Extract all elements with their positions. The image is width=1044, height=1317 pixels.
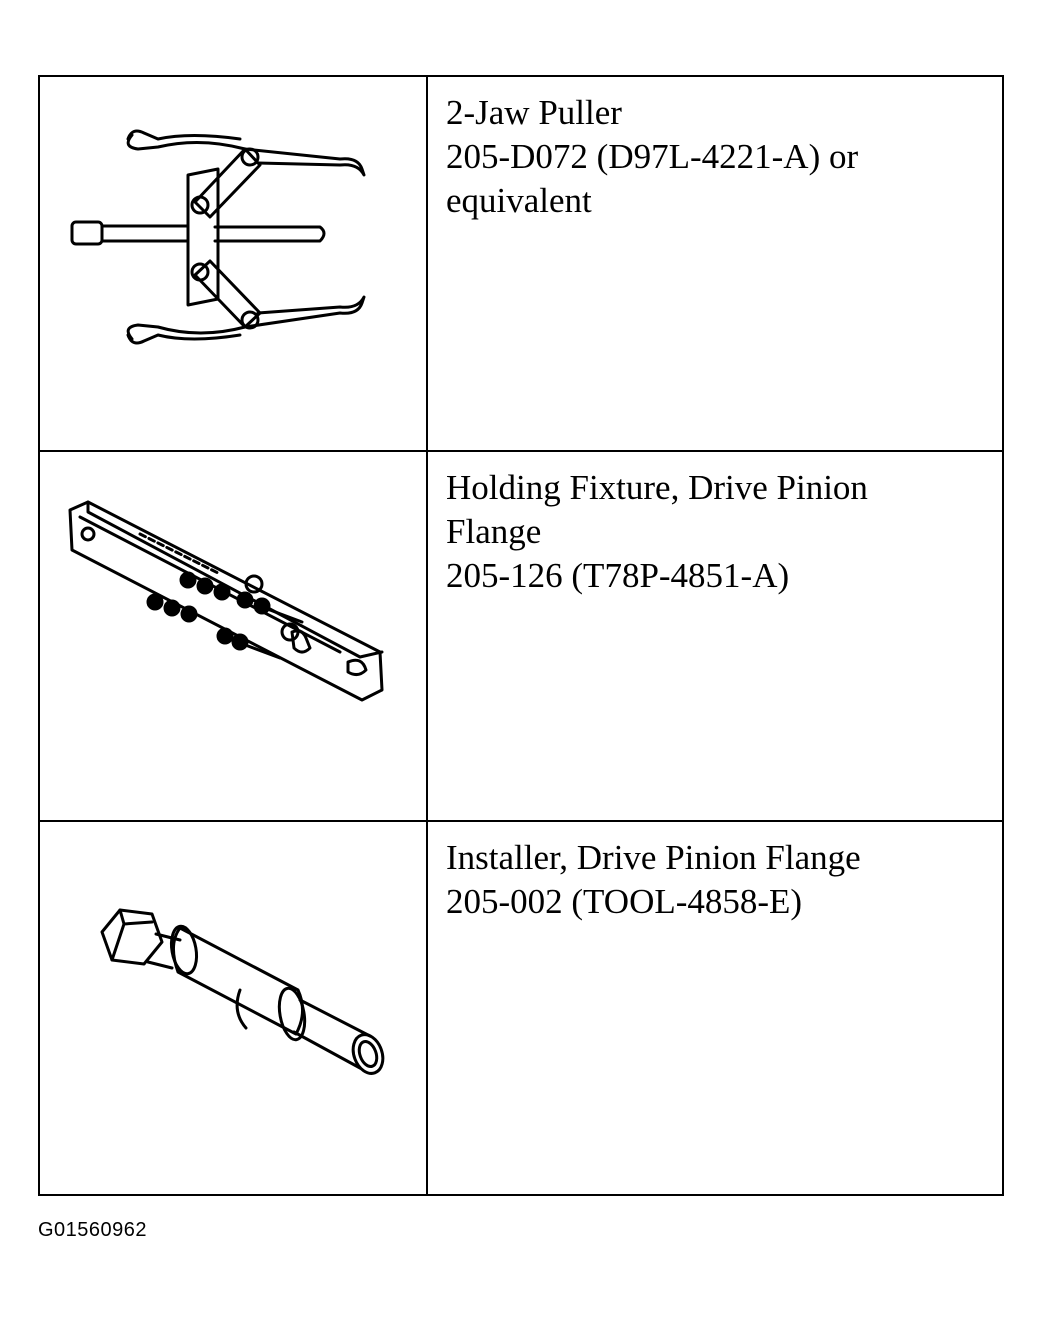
tool-image-cell xyxy=(40,822,428,1194)
tool-image-cell xyxy=(40,452,428,822)
tool-image-cell xyxy=(40,77,428,452)
tool-description-cell: 2-Jaw Puller 205-D072 (D97L-4221-A) or e… xyxy=(428,77,1002,452)
tool-name: 2-Jaw Puller xyxy=(446,93,622,132)
tool-name: Installer, Drive Pinion Flange xyxy=(446,838,861,877)
tool-name-continued: Flange xyxy=(446,512,542,551)
tool-part-number: 205-126 (T78P-4851-A) xyxy=(446,556,790,595)
special-tools-table: 2-Jaw Puller 205-D072 (D97L-4221-A) or e… xyxy=(38,75,1004,1196)
tool-description-cell: Holding Fixture, Drive Pinion Flange 205… xyxy=(428,452,1002,822)
two-jaw-puller-icon xyxy=(70,129,366,345)
holding-fixture-icon xyxy=(68,500,384,702)
tool-name: Holding Fixture, Drive Pinion xyxy=(446,468,868,507)
figure-id-caption: G01560962 xyxy=(38,1219,148,1241)
installer-icon xyxy=(100,908,385,1075)
tool-note: equivalent xyxy=(446,181,592,220)
tool-part-number: 205-002 (TOOL-4858-E) xyxy=(446,882,803,921)
tool-description-cell: Installer, Drive Pinion Flange 205-002 (… xyxy=(428,822,1002,1194)
tool-part-number: 205-D072 (D97L-4221-A) or xyxy=(446,137,859,176)
